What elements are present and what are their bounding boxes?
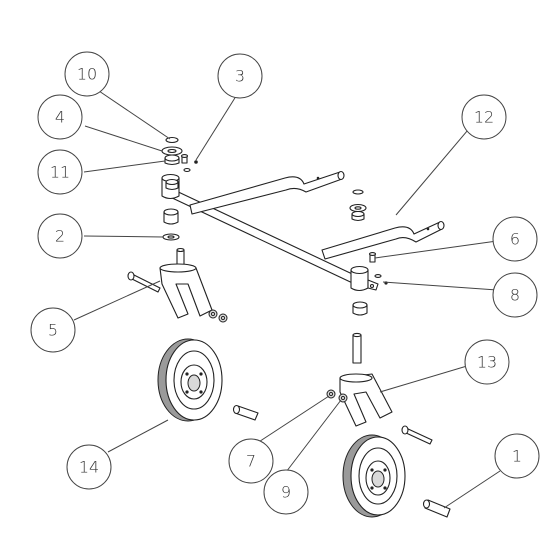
callout-14: 14	[66, 444, 112, 490]
callout-6-label: 6	[510, 230, 520, 249]
callout-1: 1	[494, 433, 540, 479]
callout-8-label: 8	[510, 286, 520, 305]
right-pivot-stack	[349, 189, 388, 316]
left-pivot-stack	[161, 136, 198, 241]
left-wheel	[157, 338, 259, 422]
callout-13: 13	[464, 339, 510, 385]
callout-2: 2	[37, 213, 83, 259]
circlip-part	[165, 136, 179, 144]
callout-3: 3	[217, 53, 263, 99]
callout-4-label: 4	[55, 108, 65, 127]
callout-4: 4	[37, 94, 83, 140]
callout-6: 6	[492, 216, 538, 262]
callout-10: 10	[64, 51, 110, 97]
callout-2-label: 2	[55, 227, 65, 246]
callout-11-label: 11	[50, 163, 70, 182]
right-wheel	[342, 434, 451, 518]
callout-7-label: 7	[246, 452, 256, 471]
callout-3-label: 3	[235, 67, 245, 86]
callout-9: 9	[263, 469, 309, 515]
callout-10-label: 10	[77, 65, 97, 84]
callout-13-label: 13	[477, 353, 497, 372]
callout-5-label: 5	[48, 321, 58, 340]
callout-12-label: 12	[474, 108, 494, 127]
callout-5: 5	[30, 307, 76, 353]
callout-12: 12	[461, 94, 507, 140]
left-caster-fork	[127, 247, 228, 323]
right-caster-fork	[326, 332, 433, 445]
callout-7: 7	[228, 438, 274, 484]
callout-1-label: 1	[512, 447, 522, 466]
callout-9-label: 9	[281, 483, 291, 502]
frame-assembly	[161, 170, 445, 292]
callout-8: 8	[492, 272, 538, 318]
callout-11: 11	[37, 149, 83, 195]
leader-lines	[73, 90, 501, 509]
callout-14-label: 14	[79, 458, 99, 477]
